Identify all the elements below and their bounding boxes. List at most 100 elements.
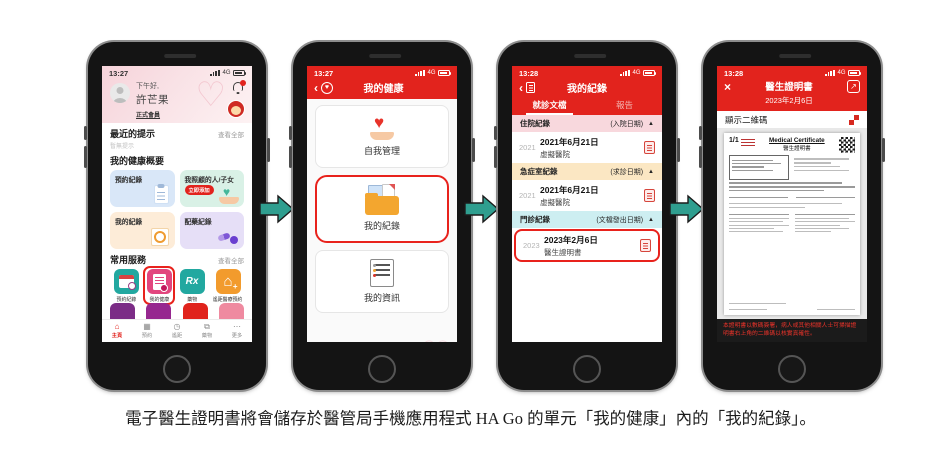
battery-icon	[848, 70, 862, 76]
doc-title-zh: 醫生證明書	[783, 146, 811, 152]
rx-icon: Rx	[179, 269, 205, 294]
tips-view-all-link[interactable]: 查看全部	[218, 132, 244, 139]
nav-more[interactable]: ⋯ 更多	[231, 322, 243, 340]
user-name: 許芒果	[136, 94, 169, 106]
collapse-triangle-icon: ▲	[648, 168, 654, 175]
hago-watermark-icon: ♡	[195, 76, 226, 114]
photo-record-icon	[150, 228, 169, 246]
collapse-triangle-icon: ▲	[648, 120, 654, 127]
record-row[interactable]: 2021 2021年6月21日 虛擬醫院	[512, 180, 662, 211]
battery-icon	[233, 70, 247, 76]
card-my-records[interactable]: 我的紀錄	[110, 212, 175, 249]
phone-3: 13:28 4G ‹ 我的紀錄 就診文檔 報告	[494, 42, 680, 390]
home-button[interactable]	[163, 355, 191, 383]
tab-clinical-documents[interactable]: 就診文檔	[512, 99, 587, 115]
card-self-management[interactable]: ♥ 自我管理	[315, 105, 449, 168]
volume-button	[699, 126, 702, 140]
home-button[interactable]	[778, 355, 806, 383]
tab-reports[interactable]: 報告	[615, 100, 633, 110]
tips-empty-text: 暫無提示	[110, 144, 135, 150]
services-section-title: 常用服務	[110, 255, 147, 265]
flow-arrow	[669, 194, 705, 224]
card-booking-records[interactable]: 預約紀錄	[110, 170, 175, 207]
flow-arrow	[259, 194, 295, 224]
flow-arrow	[464, 194, 500, 224]
nav-medication[interactable]: ⧉ 藥物	[201, 322, 213, 340]
speaker	[369, 54, 402, 58]
volume-button	[289, 146, 292, 168]
tips-section-title: 最近的提示	[110, 129, 156, 139]
back-icon[interactable]: ‹	[314, 80, 318, 95]
section-inpatient[interactable]: 住院紀錄 (入院日期) ▲	[512, 115, 662, 132]
status-time: 13:28	[724, 68, 744, 78]
calendar-icon: ▦	[143, 322, 151, 331]
clipboard-icon	[153, 185, 169, 204]
phone-1-screen: 13:27 4G ♡ 下午好, 許芒果 正式會員	[102, 66, 252, 342]
notes-columns	[729, 212, 855, 235]
avatar[interactable]	[110, 83, 130, 103]
signal-icon	[209, 70, 220, 76]
power-button	[882, 138, 885, 162]
section-aed[interactable]: 急症室紀錄 (求診日期) ▲	[512, 163, 662, 180]
nav-booking[interactable]: ▦ 預約	[141, 322, 153, 340]
signal-icon	[414, 70, 425, 76]
nav-telecare[interactable]: ◷ 遙距	[171, 322, 183, 340]
record-row-medical-certificate[interactable]: 2023 2023年2月6日 醫生證明書	[514, 229, 660, 262]
phone-4-screen: 13:28 4G × 醫生證明書 2023年2月6日 ↗	[717, 66, 867, 342]
power-button	[472, 138, 475, 162]
doc-qr-code	[839, 137, 855, 153]
service-booking-records[interactable]: 預約紀錄	[110, 269, 142, 305]
document-icon	[644, 141, 655, 154]
services-view-all-link[interactable]: 查看全部	[218, 258, 244, 265]
qr-code-icon	[849, 114, 859, 125]
section-outpatient[interactable]: 門診紀錄 (文檔發出日期) ▲	[512, 211, 662, 228]
speaker	[164, 54, 197, 58]
bell-icon[interactable]	[233, 80, 246, 91]
mascot-avatar[interactable]	[227, 100, 245, 118]
show-qr-bar[interactable]: 顯示二維碼	[717, 111, 867, 129]
doc-title-en: Medical Certificate	[769, 137, 825, 144]
overview-section-title: 我的健康概要	[110, 156, 165, 166]
health-document-icon	[146, 269, 172, 294]
membership-link[interactable]: 正式會員	[136, 113, 161, 119]
caption: 電子醫生證明書將會儲存於醫管局手機應用程式 HA Go 的單元「我的健康」內的「…	[125, 409, 816, 428]
patient-info-box	[729, 155, 789, 180]
medical-certificate-page: 1/1 Medical Certificate 醫生證明書	[724, 133, 860, 315]
certificate-title: 醫生證明書	[765, 82, 813, 93]
home-icon: ⌂	[114, 322, 120, 331]
service-medication[interactable]: Rx 藥物	[176, 269, 208, 305]
status-bar: 13:27 4G	[102, 66, 252, 79]
bottom-nav: ⌂ 主頁 ▦ 預約 ◷ 遙距 ⧉ 藥物 ⋯ 更多	[102, 319, 252, 342]
phone-2: 13:27 4G ‹ ♥ 我的健康 ♥ 自我管理	[289, 42, 475, 390]
document-icon	[640, 239, 651, 252]
service-telehealth-booking[interactable]: ⌂ 遙距醫療預約	[212, 269, 244, 305]
volume-button	[84, 146, 87, 168]
clinic-house-icon: ⌂	[215, 269, 241, 294]
overview-cards: 預約紀錄 我照顧的人/子女 立即添加 ♥ 我的紀錄 配藥紀錄	[110, 170, 244, 249]
home-button[interactable]	[368, 355, 396, 383]
share-icon[interactable]: ↗	[847, 80, 860, 93]
volume-button	[84, 126, 87, 140]
add-now-badge[interactable]: 立即添加	[184, 185, 214, 195]
certificate-date: 2023年2月6日	[765, 96, 813, 105]
status-time: 13:27	[314, 68, 334, 78]
my-health-menu: ♥ 自我管理 我的紀錄 我的資訊 ♡	[307, 99, 457, 342]
speaker	[574, 54, 607, 58]
pills-icon	[218, 232, 238, 244]
home-button[interactable]	[573, 355, 601, 383]
card-dispensing-records[interactable]: 配藥紀錄	[179, 212, 244, 249]
card-label: 預約紀錄	[115, 177, 143, 184]
back-icon[interactable]: ‹	[519, 80, 523, 95]
app-header: 13:27 4G ‹ ♥ 我的健康	[307, 66, 457, 99]
card-my-information[interactable]: 我的資訊	[315, 250, 449, 313]
service-my-health[interactable]: 我的健康	[143, 266, 175, 305]
close-icon[interactable]: ×	[724, 80, 732, 94]
card-my-records[interactable]: 我的紀錄	[315, 175, 449, 243]
record-row[interactable]: 2021 2021年6月21日 虛擬醫院	[512, 132, 662, 163]
phone-1: 13:27 4G ♡ 下午好, 許芒果 正式會員	[84, 42, 270, 390]
hand-heart-icon: ♥	[219, 186, 239, 204]
nav-home[interactable]: ⌂ 主頁	[111, 322, 123, 340]
card-dependents[interactable]: 我照顧的人/子女 立即添加 ♥	[179, 170, 244, 207]
document-viewer[interactable]: 1/1 Medical Certificate 醫生證明書	[717, 129, 867, 319]
greeting-text: 下午好,	[136, 83, 159, 90]
